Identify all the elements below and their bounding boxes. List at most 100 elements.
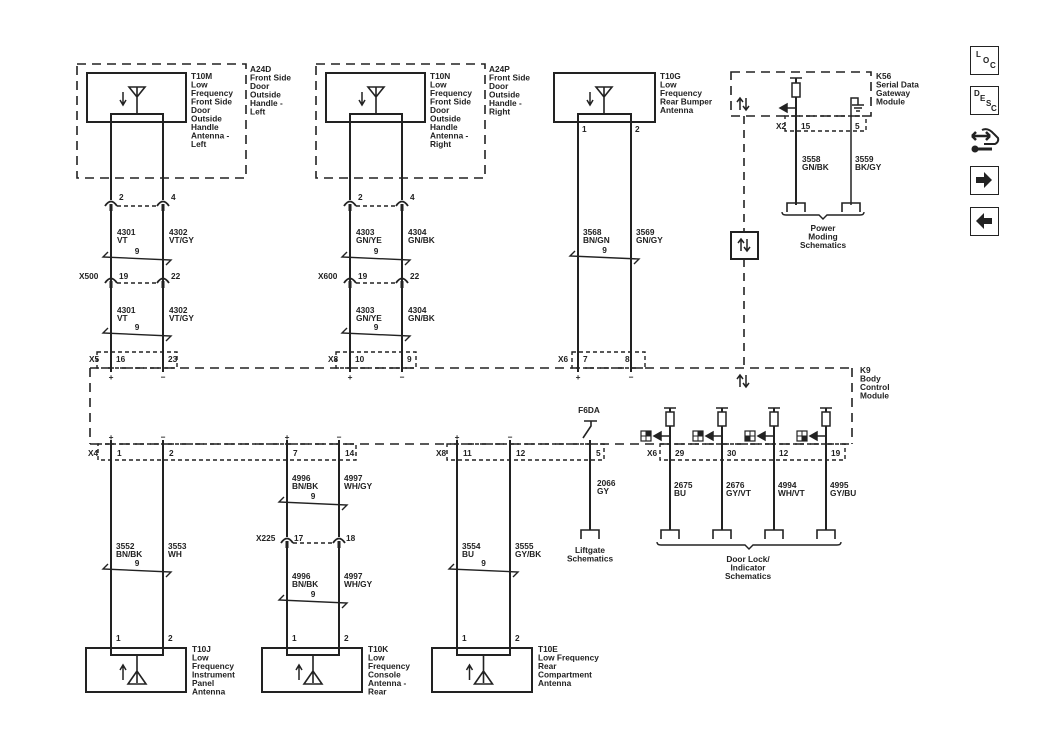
wire-color: VT [117,235,128,245]
pin-number: 2 [168,633,173,643]
pin-number: 14 [345,448,355,458]
next-page-button[interactable] [970,166,999,195]
description-button[interactable]: D E S C [970,86,999,115]
destination-label: Indicator [730,563,766,573]
location-button[interactable]: L O C [970,46,999,75]
wire-color: GY [597,486,609,496]
antenna-icon [302,655,324,685]
antenna-description: Low Frequency [538,653,599,663]
pin-number: 22 [410,271,420,281]
circuit-number: 4302 [169,305,188,315]
inline-connector-pin [156,200,170,207]
circuit-number: 3568 [583,227,602,237]
pin-number: 12 [516,448,526,458]
antenna-id: T10N [430,71,450,81]
resistor-icon [717,411,727,427]
twisted-pair-marker [277,496,349,511]
pin-number: 23 [168,354,178,364]
module-boundary-k56 [730,71,872,117]
previous-page-button[interactable] [970,207,999,236]
polarity-plus: + [109,372,114,382]
polarity-minus: − [337,432,342,442]
inline-connector-terminal [109,281,113,288]
module-id: A24P [489,64,510,74]
pin-number: 29 [675,448,685,458]
antenna-id: T10K [368,644,388,654]
inline-connector-terminal [400,281,404,288]
wire-color: BN/BK [116,549,142,559]
wire-color: VT/GY [169,313,194,323]
wire-color: VT/GY [169,235,194,245]
wire-color: WH/GY [344,481,373,491]
desc-letter: S [986,99,992,108]
signal-direction-arrow-icon [586,92,594,107]
wire-color: GN/BK [408,313,435,323]
twist-count: 9 [135,322,140,332]
module-connector [784,115,867,132]
twist-count: 9 [374,246,379,256]
inline-connector-pin [104,277,118,284]
destination-label: Moding [808,232,838,242]
output-arrow-icon [652,430,670,442]
wire-color: GY/BU [830,488,856,498]
antenna-description: Compartment [538,670,592,680]
switch-icon [582,420,597,439]
ground-icon [850,97,864,205]
circuit-number: 4997 [344,473,363,483]
pin-number: 9 [407,354,412,364]
circuit-number: 4302 [169,227,188,237]
twisted-pair-marker [568,250,641,265]
schematic-reference-terminal [712,529,732,539]
indicator-filled-quadrant [745,436,750,441]
twist-count: 9 [311,491,316,501]
pin-number: 10 [355,354,365,364]
pin-number: 8 [625,354,630,364]
connector-info-button[interactable] [970,124,1000,153]
destination-brace [781,211,865,220]
module-description: Handle - [250,98,283,108]
inline-connector-id: X225 [256,533,276,543]
pin-number: 19 [358,271,368,281]
antenna-icon [472,655,495,685]
antenna-description: Outside [430,114,461,124]
inline-connector-terminal [285,541,289,548]
circuit-number: 4301 [117,305,136,315]
twisted-pair-marker [101,251,173,266]
loc-letter: L [976,50,981,59]
circuit-number: 2676 [726,480,745,490]
circuit-number: 4304 [408,227,427,237]
antenna-description: Outside [191,114,222,124]
module-description: Body [860,374,881,384]
signal-direction-arrow-icon [119,92,127,107]
pin-number: 18 [346,533,356,543]
twist-count: 9 [135,246,140,256]
module-description: Gateway [876,88,911,98]
antenna-loop-wire [577,113,632,372]
module-description: Right [489,107,510,117]
polarity-minus: − [629,372,634,382]
polarity-minus: − [161,372,166,382]
twisted-pair-marker [101,563,173,578]
inline-connector-terminal [337,541,341,548]
polarity-minus: − [508,432,513,442]
destination-label: Schematics [800,240,847,250]
circuit-number: 4997 [344,571,363,581]
pin-number: 1 [292,633,297,643]
output-arrow-icon [778,102,796,114]
module-description: Control [860,382,890,392]
inline-connector-pin [343,200,357,207]
inline-connector-terminal [348,281,352,288]
inline-connector-terminal [400,204,404,211]
antenna-description: Frequency [191,88,233,98]
pin-number: 1 [462,633,467,643]
serial-data-arrows-icon [736,96,750,112]
wire-color: BU [674,488,686,498]
inline-connector-pin [395,277,409,284]
output-arrow-icon [704,430,722,442]
antenna-description: Low [191,80,208,90]
inline-connector-terminal [109,204,113,211]
destination-label: Door Lock/ [726,554,770,564]
pin-number: 1 [117,448,122,458]
indicator-filled-quadrant [646,431,651,436]
circuit-number: 3552 [116,541,135,551]
